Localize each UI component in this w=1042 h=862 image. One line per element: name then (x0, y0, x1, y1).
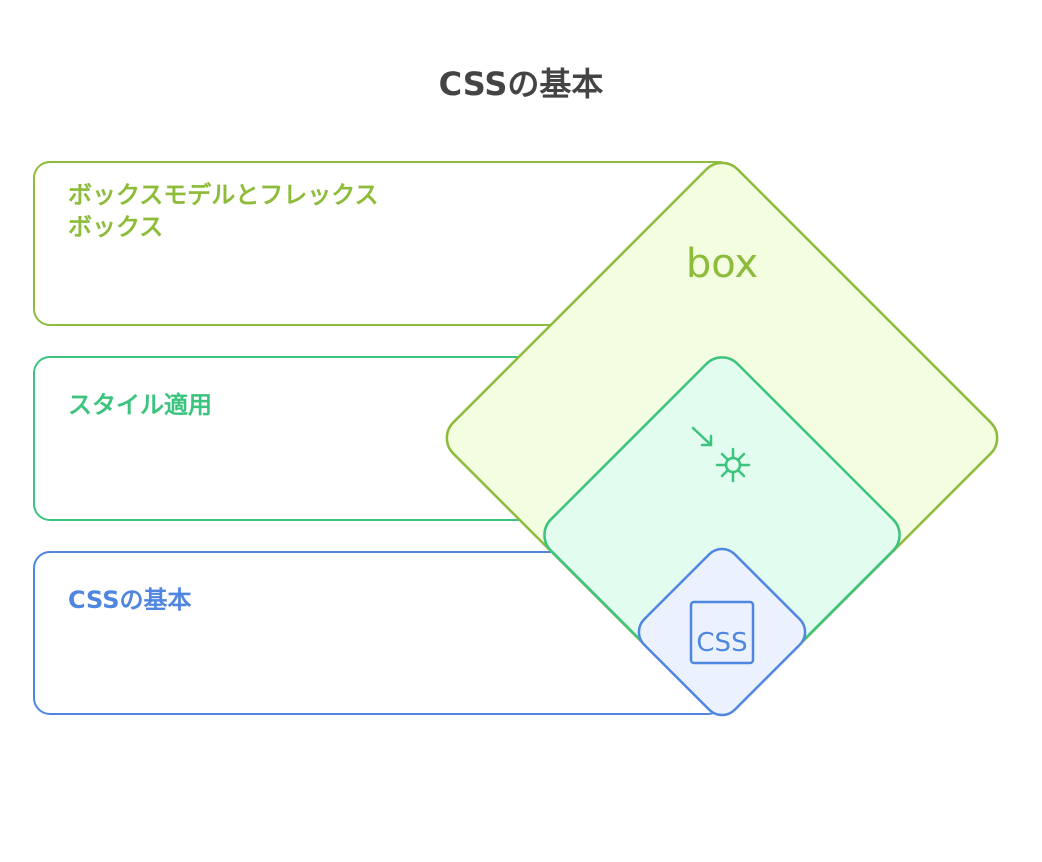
card-box-model-label-2: ボックス (68, 213, 163, 241)
box-logo-icon: box (686, 241, 758, 287)
css-icon: CSS (689, 600, 755, 665)
diamond-css-basics (637, 547, 807, 717)
card-style-apply-label: スタイル適用 (68, 391, 212, 419)
arrow-asterisk-icon (691, 426, 751, 483)
css-icon-text: CSS (696, 628, 747, 658)
card-box-model-label-1: ボックスモデルとフレックス (68, 181, 379, 209)
diamond-style-apply (543, 356, 901, 714)
card-css-basics-label: CSSの基本 (68, 586, 192, 614)
diagram-title: CSSの基本 (439, 65, 604, 103)
